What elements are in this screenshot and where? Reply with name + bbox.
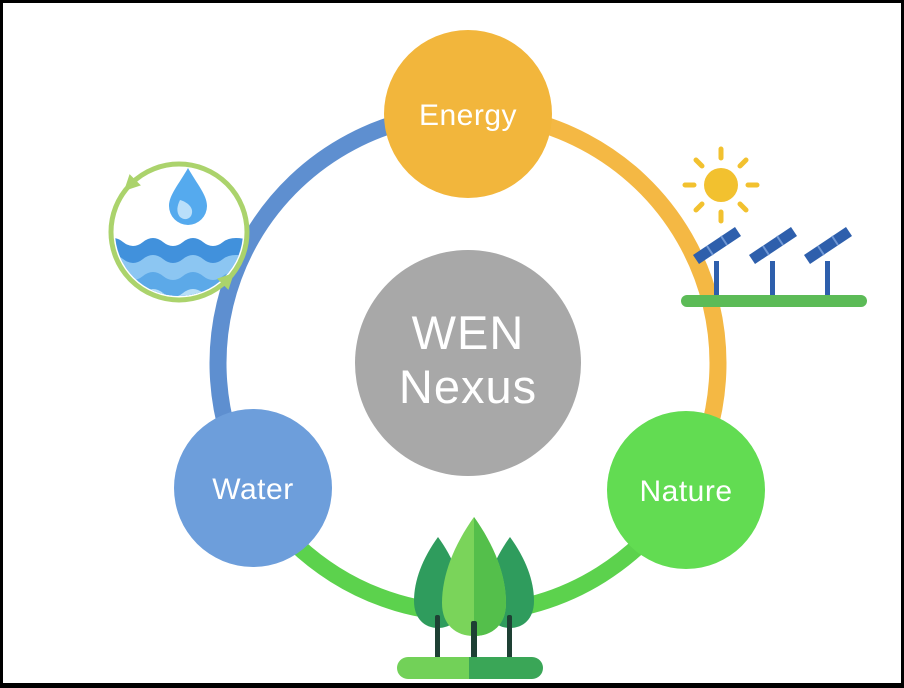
water-cycle-icon — [108, 161, 250, 303]
center-label-line2: Nexus — [399, 360, 537, 413]
diagram-canvas: Energy Water Nature WEN Nexus — [108, 30, 867, 679]
center-hub-circle — [355, 250, 581, 476]
sun-icon — [704, 168, 738, 202]
solar-panel-3 — [804, 227, 852, 299]
forest-icon — [397, 517, 543, 679]
water-label: Water — [212, 473, 293, 506]
trunk-left — [435, 615, 440, 663]
sun-rays — [682, 146, 760, 224]
solar-panel-1 — [693, 227, 741, 299]
forest-ground — [397, 657, 543, 679]
solar-panel-2 — [749, 227, 797, 299]
nature-label: Nature — [639, 475, 732, 508]
solar-ground-bar — [681, 295, 867, 307]
trunk-middle — [471, 621, 477, 667]
sun-and-solar-panels-icon — [681, 146, 867, 307]
nature-node — [607, 411, 765, 569]
energy-label: Energy — [419, 99, 517, 132]
trunk-right — [507, 615, 512, 663]
water-node — [174, 409, 332, 567]
water-drop-highlight — [177, 200, 193, 220]
wave-3 — [115, 272, 243, 296]
energy-node — [384, 30, 552, 198]
center-label-line1: WEN — [412, 306, 525, 359]
